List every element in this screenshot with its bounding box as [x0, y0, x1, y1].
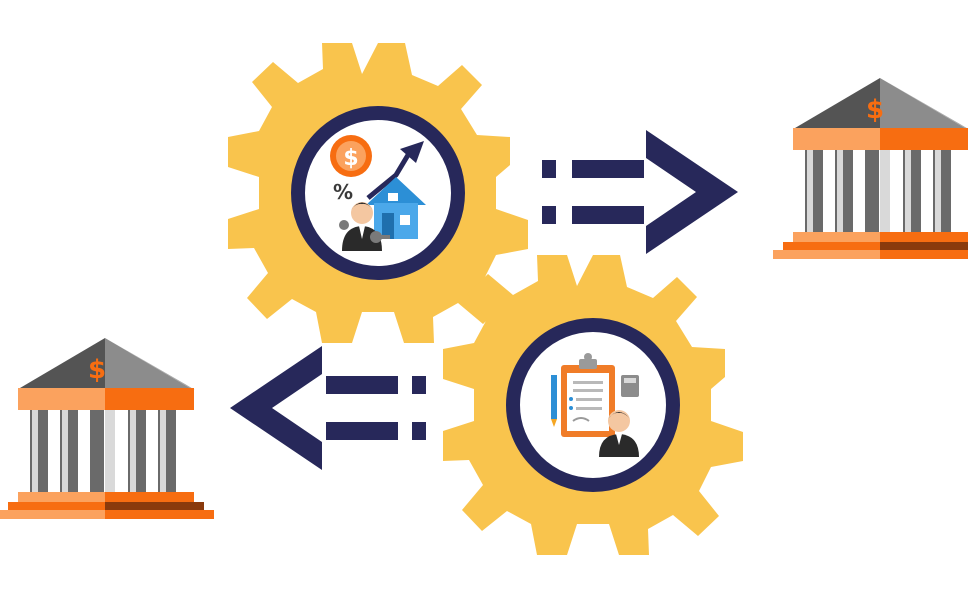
bottom-gear-icon	[443, 255, 743, 555]
dollar-sign: $	[88, 355, 106, 385]
coin-dollar: $	[343, 146, 358, 171]
top-gear-icon: $ %	[228, 43, 528, 343]
percent-sign: %	[333, 180, 353, 204]
mortgage-growth-icon: $ %	[330, 135, 426, 251]
right-bank-icon: $	[773, 78, 968, 259]
left-bank-icon: $	[0, 338, 214, 519]
arrow-left-icon	[230, 346, 426, 470]
dollar-sign: $	[866, 95, 884, 125]
arrow-right-icon	[542, 130, 738, 254]
loan-application-icon	[551, 353, 639, 457]
